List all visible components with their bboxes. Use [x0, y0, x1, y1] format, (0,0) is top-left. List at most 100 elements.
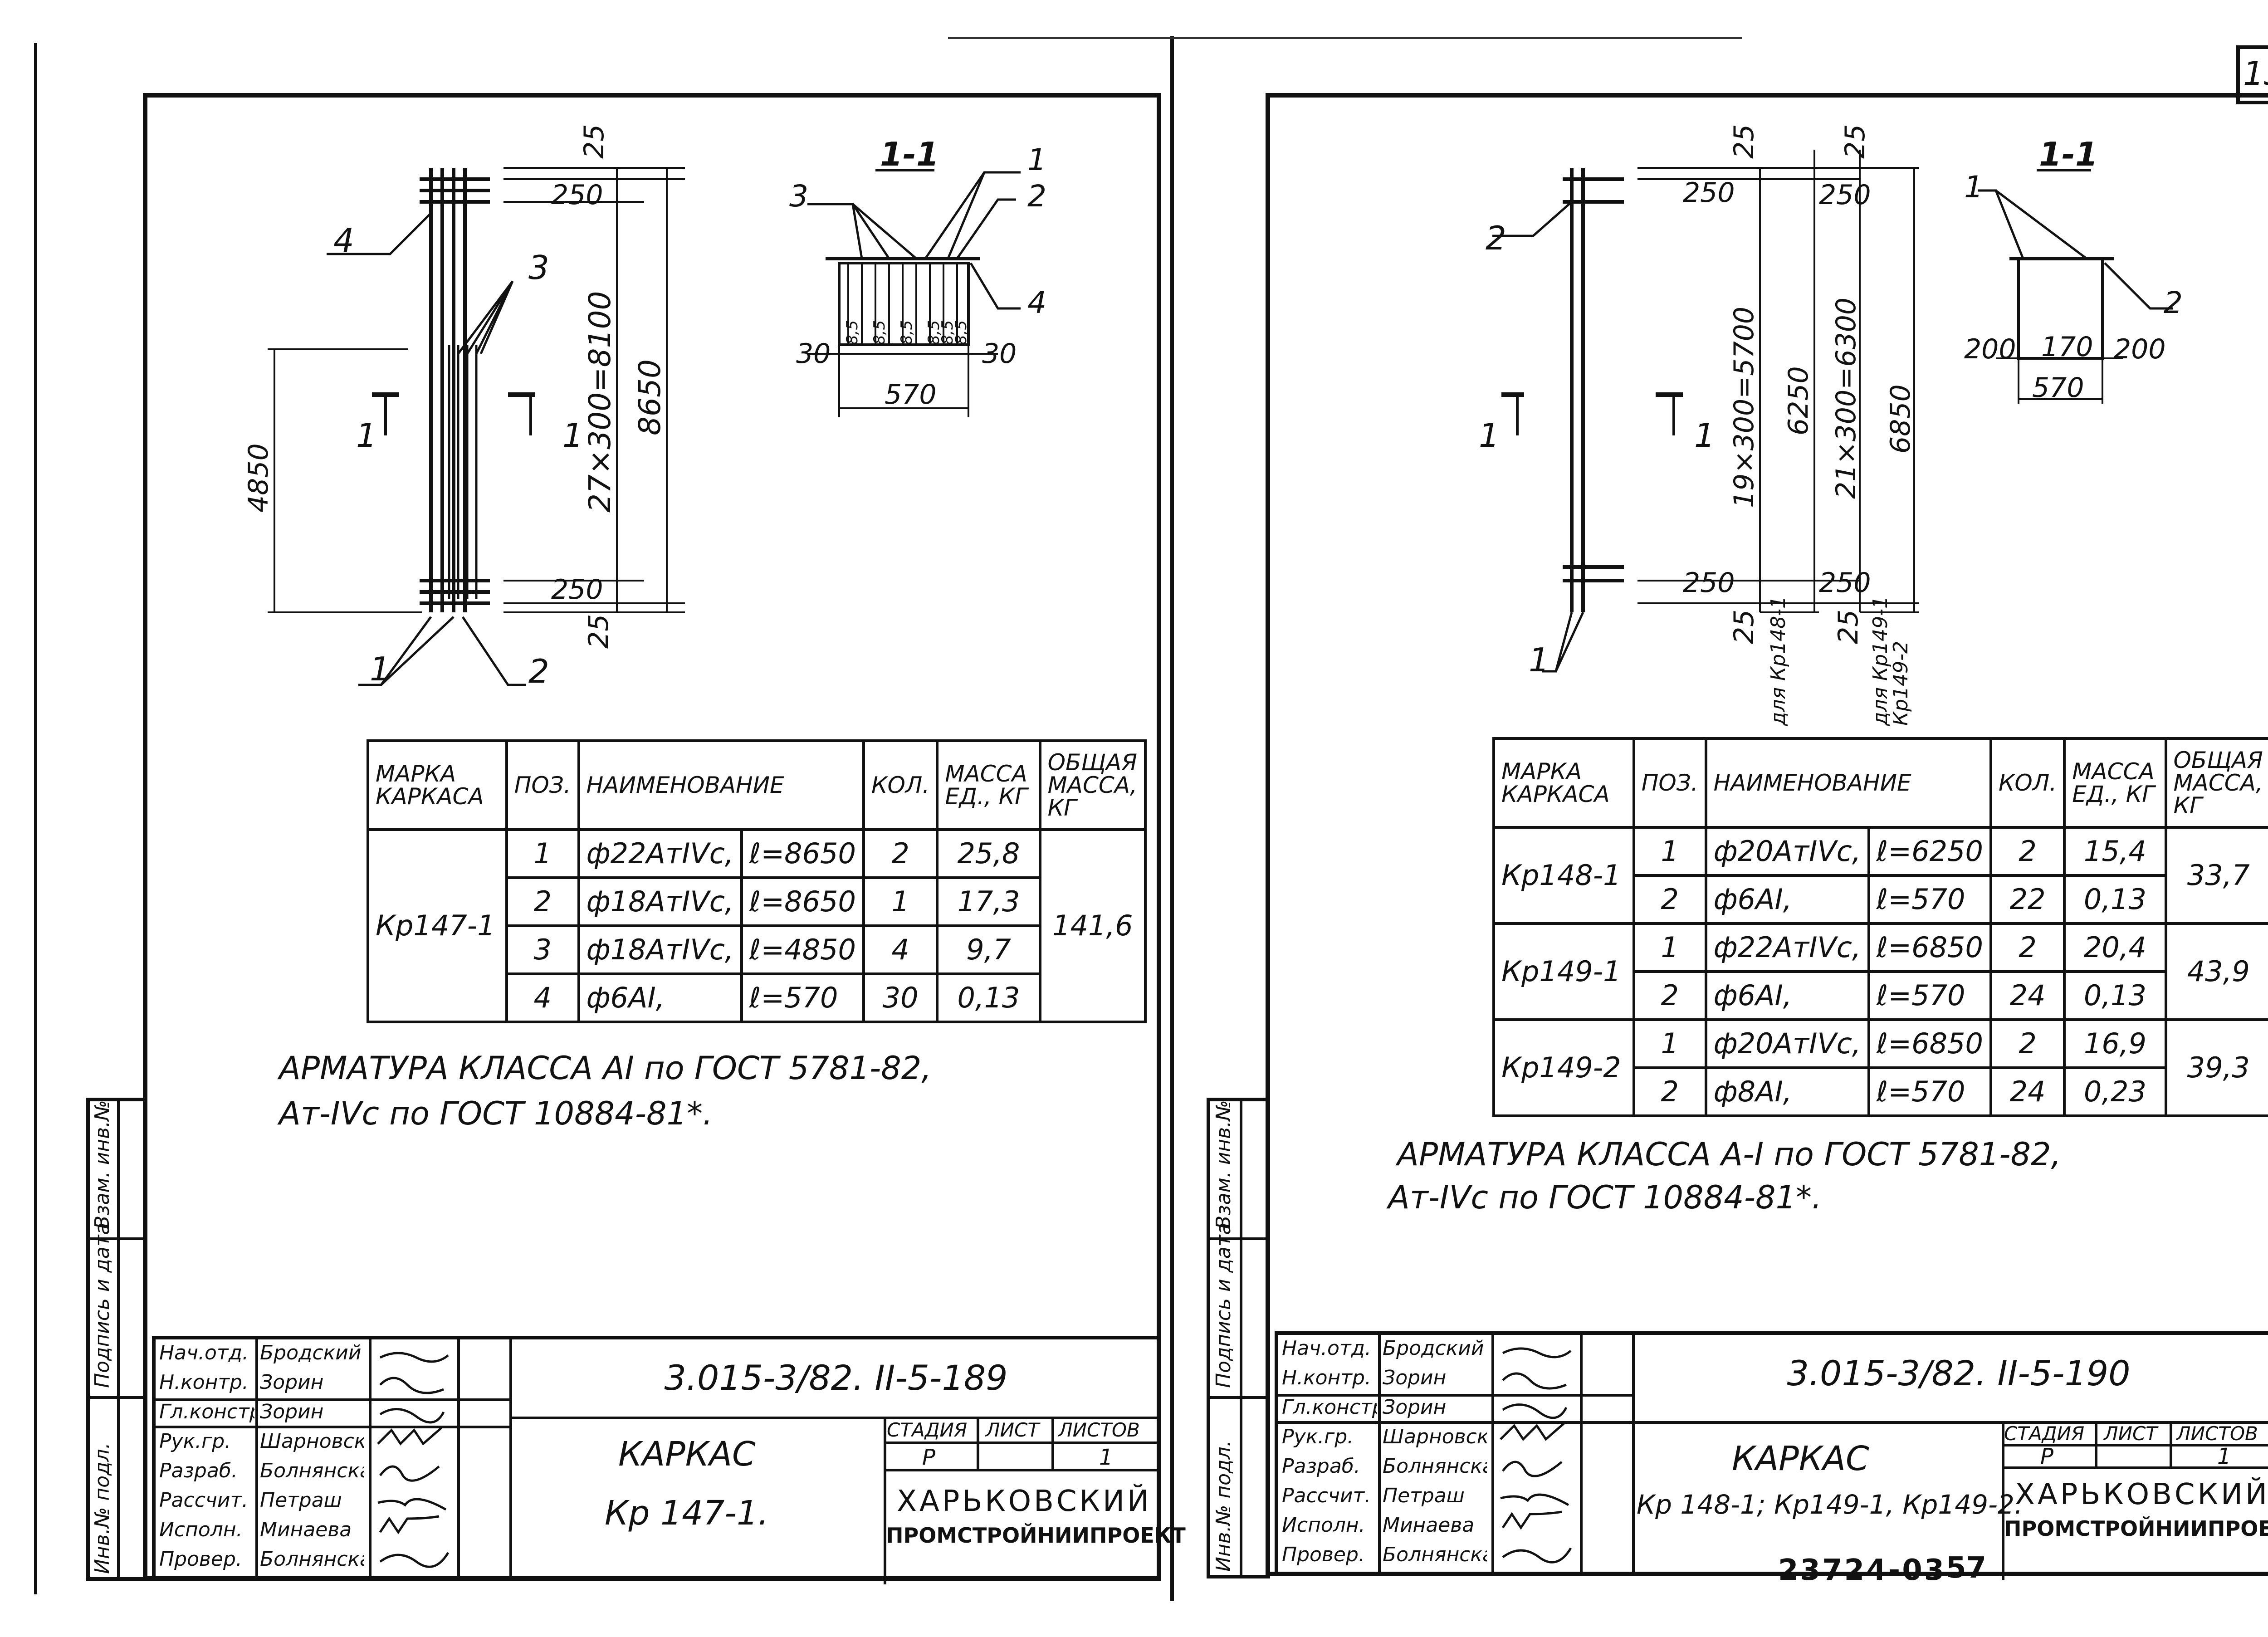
left-signatures: [377, 1352, 450, 1568]
left-sec-dim-step: 8,5: [898, 320, 916, 345]
left-mark: Кр147-1: [367, 828, 508, 1023]
left-doc-title-1: КАРКАС: [618, 1435, 756, 1474]
right-side-label-inv: Инв.№ подл.: [1212, 1440, 1235, 1572]
right-dim-25-bottom-a: 25: [1728, 610, 1760, 644]
page-number: 135: [2243, 54, 2268, 93]
right-dim-25-top-b: 25: [1839, 124, 1871, 159]
right-variant-148-1: для Кр148-1: [1767, 596, 1790, 726]
right-note-line2: Ат-IVс по ГОСТ 10884-81*.: [1388, 1179, 1822, 1216]
left-th-pos: ПОЗ.: [505, 739, 580, 831]
right-sec-dim-200b: 200: [2114, 333, 2166, 365]
left-doc-code: 3.015-3/82. II-5-189: [664, 1358, 1008, 1398]
left-org-name-2: ПРОМСТРОЙНИИПРОЕКТ: [886, 1523, 1186, 1548]
right-callout-2: 2: [1486, 219, 1506, 257]
left-sec-callout-1: 1: [1027, 142, 1046, 177]
archive-number: 23724-03: [1778, 1554, 1946, 1587]
left-dim-overall: 8650: [632, 359, 667, 435]
left-sec-dim-step: 8,5: [870, 320, 889, 345]
table-row: Кр149-1 1 ф22АтIVс, ℓ=6850 2 20,4 43,9: [1492, 922, 2268, 1021]
left-title-block: Нач.отд.Бродский Н.контр.Зорин Гл.констр…: [152, 1336, 1186, 1584]
right-note-line1: АРМАТУРА КЛАССА А-I по ГОСТ 5781-82,: [1397, 1136, 2061, 1173]
left-stage-value: Р: [922, 1445, 935, 1470]
left-callout-4: 4: [333, 221, 354, 259]
table-row: 4 ф6АI, ℓ=570 30 0,13: [368, 972, 1145, 1023]
left-side-label-inv: Инв.№ подл.: [91, 1442, 114, 1574]
right-variant-149-2: Кр149-2: [1889, 641, 1912, 726]
right-th-pos: ПОЗ.: [1632, 737, 1707, 829]
right-doc-title-2: Кр 148-1; Кр149-1, Кр149-2.: [1637, 1489, 2023, 1520]
left-th-qty: КОЛ.: [862, 739, 939, 831]
table-row: 2 ф6АI, ℓ=570 24 0,13: [1494, 970, 2268, 1021]
left-sec-dim-step: 8,5: [925, 320, 943, 345]
left-stage-label: СТАДИЯ: [887, 1419, 968, 1441]
right-sec-dim-170: 170: [2041, 331, 2093, 363]
right-drawing: 25 25 250 250 19×300=5700 6250 21×300=63…: [1479, 124, 2183, 726]
left-note-line2: Ат-IVс по ГОСТ 10884-81*.: [279, 1095, 713, 1132]
right-org-name-2: ПРОМСТРОЙНИИПРОЕКТ: [2004, 1516, 2268, 1541]
left-sheet-label: ЛИСТ: [986, 1419, 1039, 1441]
left-dim-250-bottom: 250: [551, 574, 603, 606]
table-row: Кр148-1 1 ф20АтIVс, ℓ=6250 2 15,4 33,7: [1492, 826, 2268, 925]
page-number-box: [2236, 45, 2268, 104]
left-dim-25-bottom: 25: [583, 614, 615, 649]
right-org-name: ХАРЬКОВСКИЙ: [2015, 1478, 2268, 1511]
left-dim-main: 27×300=8100: [582, 291, 617, 513]
left-dim-short-bar: 4850: [243, 443, 274, 513]
table-row: 3 ф18АтIVс, ℓ=4850 4 9,7: [368, 924, 1145, 975]
center-fold-line: [1170, 36, 1174, 1601]
left-sec-dim-step: 8,5: [843, 320, 861, 345]
left-sec-dim-30a: 30: [796, 338, 831, 370]
left-cut-mark-a: 1: [356, 416, 377, 454]
right-th-mark: МАРКА КАРКАСА: [1492, 737, 1635, 829]
right-section-label: 1-1: [2039, 135, 2098, 173]
right-dim-main-b: 21×300=6300: [1830, 298, 1862, 499]
table-row: Кр149-2 1 ф20АтIVс, ℓ=6850 2 16,9 39,3: [1492, 1018, 2268, 1117]
left-sheets-value: 1: [1099, 1445, 1113, 1470]
right-variant-149-1: для Кр149-1: [1869, 596, 1892, 726]
right-dim-25-bottom-b: 25: [1833, 610, 1864, 644]
left-callout-3: 3: [528, 249, 549, 287]
left-section-label: 1-1: [880, 135, 939, 173]
table-row: 2 ф18АтIVс, ℓ=8650 1 17,3: [368, 876, 1145, 927]
right-sheet-label: ЛИСТ: [2104, 1422, 2157, 1445]
right-dim-overall-b: 6850: [1885, 384, 1916, 454]
right-sheets-label: ЛИСТОВ: [2176, 1422, 2258, 1445]
right-th-total: ОБЩАЯ МАССА, КГ: [2164, 737, 2268, 829]
left-side-label-repl: Взам. инв.№: [91, 1100, 114, 1229]
right-doc-title-1: КАРКАС: [1732, 1439, 1869, 1478]
right-stage-value: Р: [2040, 1444, 2053, 1469]
left-sec-dim-step: 8,5: [938, 320, 957, 345]
left-sheet-edge: [34, 43, 37, 1594]
right-side-label-repl: Взам. инв.№: [1212, 1100, 1235, 1229]
right-sec-callout-1: 1: [1964, 170, 1983, 205]
left-cut-mark-b: 1: [562, 416, 583, 454]
right-th-qty: КОЛ.: [1989, 737, 2066, 829]
right-signatures: [1500, 1347, 1572, 1564]
left-th-mass: МАССА ЕД., КГ: [936, 739, 1041, 831]
left-sec-callout-2: 2: [1027, 179, 1046, 214]
table-row: Кр147-1 1 ф22АтIVс, ℓ=8650 2 25,8 141,6: [367, 828, 1147, 1023]
right-dim-250-bottom-b: 250: [1819, 567, 1871, 599]
right-dim-250-top-a: 250: [1683, 177, 1735, 209]
right-dim-25-top-a: 25: [1728, 124, 1760, 159]
right-cut-mark-a: 1: [1479, 416, 1500, 454]
archive-sheet: 57: [1946, 1551, 1987, 1585]
right-dim-250-top-b: 250: [1819, 179, 1871, 211]
left-dim-250-top: 250: [551, 179, 603, 211]
left-sec-dim-570: 570: [885, 379, 937, 410]
left-th-name: НАИМЕНОВАНИЕ: [577, 739, 865, 831]
table-row: 2 ф8АI, ℓ=570 24 0,23: [1494, 1066, 2268, 1117]
left-callout-1: 1: [370, 650, 391, 688]
left-sheets-label: ЛИСТОВ: [1058, 1419, 1140, 1441]
right-th-name: НАИМЕНОВАНИЕ: [1704, 737, 1992, 829]
table-row: 2 ф6АI, ℓ=570 22 0,13: [1494, 874, 2268, 925]
left-drawing: 25 250 27×300=8100 8650 4850 250 25 30 5…: [243, 124, 1046, 690]
left-doc-title-2: Кр 147-1.: [605, 1494, 769, 1533]
left-org-name: ХАРЬКОВСКИЙ: [897, 1485, 1152, 1518]
right-side-label-sign: Подпись и дата: [1212, 1222, 1235, 1388]
left-dim-25-top: 25: [578, 124, 610, 159]
left-sec-dim-30b: 30: [982, 338, 1017, 370]
right-title-block: Нач.отд.Бродский Н.контр.Зорин Гл.констр…: [1275, 1331, 2268, 1580]
right-callout-1: 1: [1529, 641, 1549, 679]
left-side-stamp: [86, 1098, 145, 1581]
